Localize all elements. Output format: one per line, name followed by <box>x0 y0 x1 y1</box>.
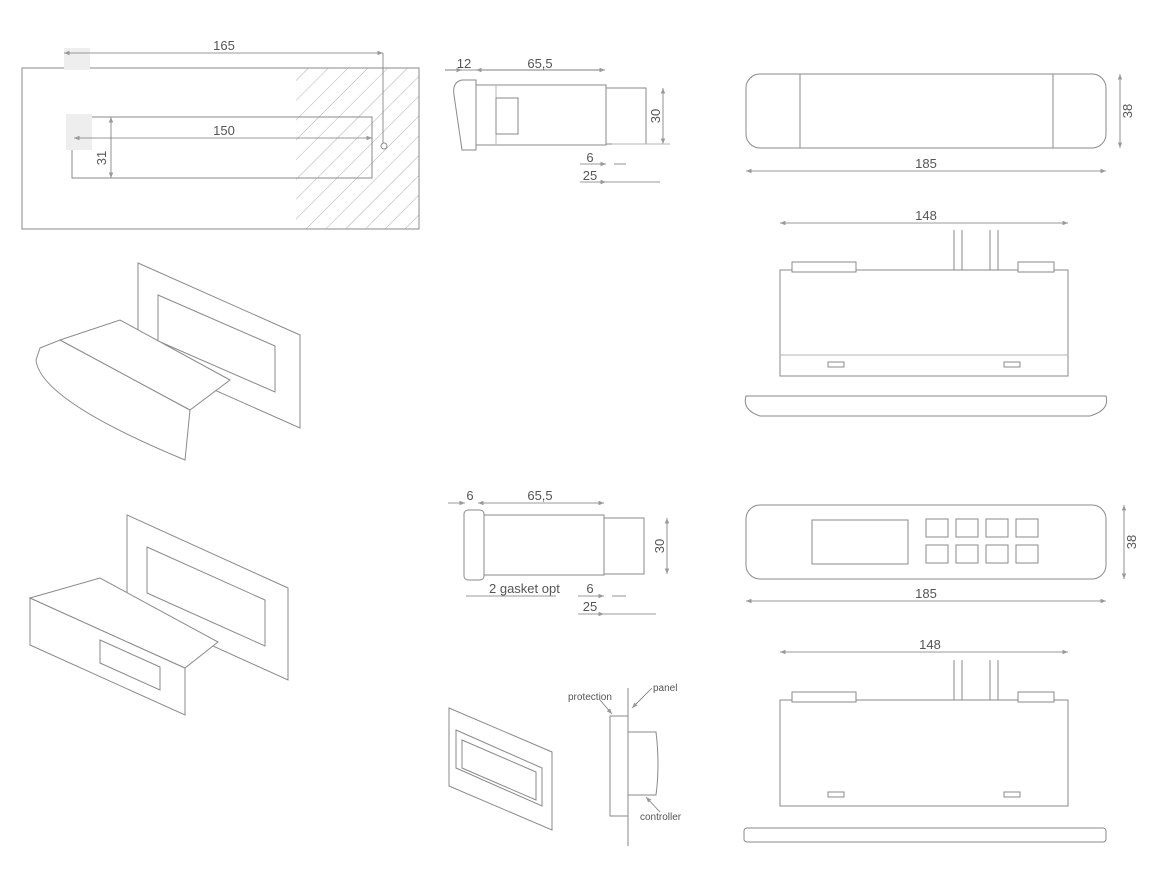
dim-38-keypad: 38 <box>1124 535 1139 549</box>
isometric-view-standard <box>35 262 301 461</box>
dim-25-connector: 25 <box>583 599 597 614</box>
dim-38: 38 <box>1120 104 1135 118</box>
dim-185-keypad: 185 <box>915 586 937 601</box>
top-section-standard: 148 <box>744 208 1108 417</box>
dim-25: 25 <box>583 168 597 183</box>
dim-6-front: 6 <box>466 488 473 503</box>
dim-148: 148 <box>915 208 937 223</box>
mounting-detail: protection panel controller <box>448 683 682 846</box>
dim-6: 6 <box>586 150 593 165</box>
keypad-buttons <box>925 518 1039 564</box>
dim-6-connector: 6 <box>586 581 593 596</box>
top-section-keypad: 148 <box>743 637 1107 843</box>
dim-185: 185 <box>915 156 937 171</box>
dim-30: 30 <box>648 109 663 123</box>
dim-148-keypad: 148 <box>919 637 941 652</box>
side-view-gasket: 6 65,5 2 gasket opt 30 6 25 <box>448 488 670 617</box>
dim-12: 12 <box>457 56 471 71</box>
dim-30-gasket: 30 <box>652 539 667 553</box>
panel-label: panel <box>653 683 677 694</box>
protection-label: protection <box>568 692 612 703</box>
dim-31: 31 <box>94 151 109 165</box>
side-view-standard: 12 65,5 30 6 25 <box>445 56 670 185</box>
front-view-keypad: 38 185 <box>745 504 1139 604</box>
dim-65-5: 65,5 <box>527 56 552 71</box>
isometric-view-keypad <box>28 514 289 716</box>
controller-label: controller <box>640 812 682 823</box>
top-view-standard: 38 185 <box>745 73 1135 174</box>
dim-165: 165 <box>213 38 235 53</box>
dim-65-5-gasket: 65,5 <box>527 488 552 503</box>
dim-150: 150 <box>213 123 235 138</box>
gasket-note: 2 gasket opt <box>489 581 560 596</box>
panel-cutout-drawing: 165 150 31 <box>21 38 420 230</box>
